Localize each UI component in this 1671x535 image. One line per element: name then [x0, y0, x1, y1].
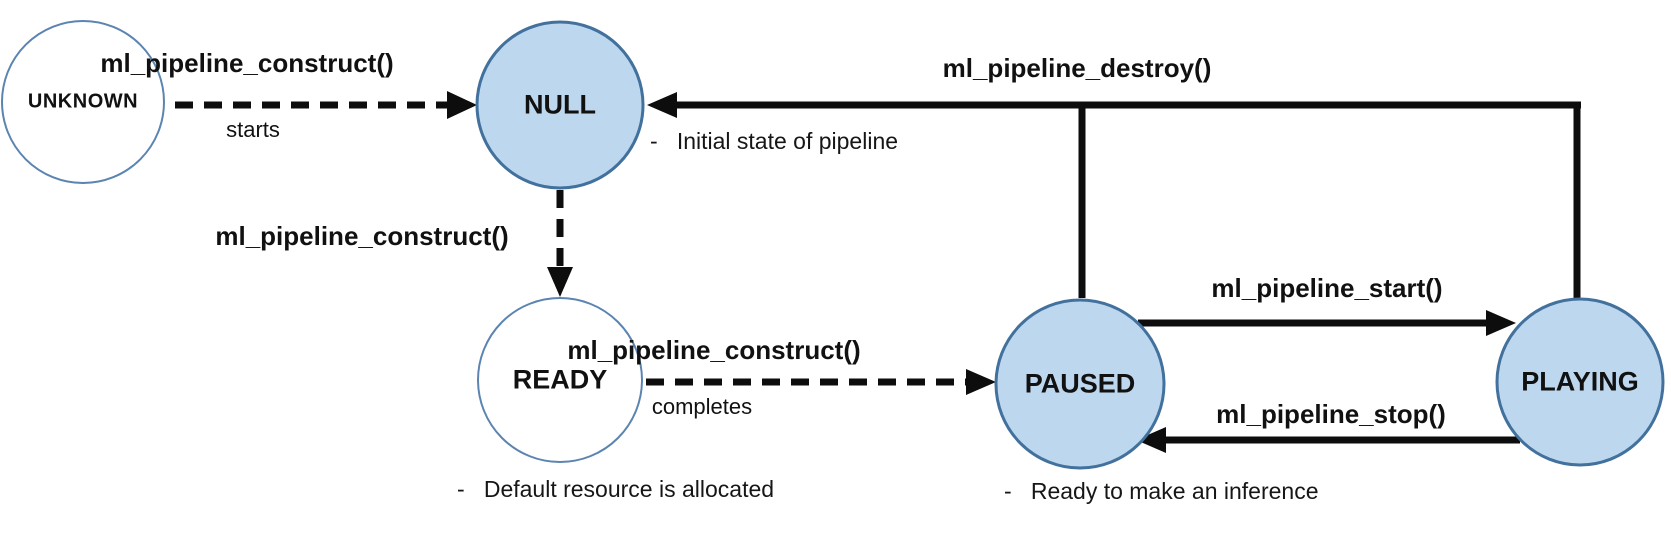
- arrowhead-destroy-to-null: [647, 92, 677, 118]
- transition-sublabel-completes: completes: [651, 394, 753, 419]
- state-label-playing: PLAYING: [1521, 366, 1639, 397]
- state-circle-unknown: [1, 20, 165, 184]
- transition-label-construct-completes: ml_pipeline_construct(): [567, 335, 861, 365]
- state-circle-playing: [1495, 297, 1665, 467]
- transition-label-stop: ml_pipeline_stop(): [1216, 399, 1446, 429]
- transition-label-destroy: ml_pipeline_destroy(): [942, 53, 1212, 83]
- state-label-paused: PAUSED: [1024, 368, 1136, 399]
- transition-label-start: ml_pipeline_start(): [1211, 273, 1443, 303]
- transition-sublabel-starts: starts: [226, 117, 280, 142]
- state-label-unknown: UNKNOWN: [27, 90, 139, 113]
- transition-label-construct-null-ready: ml_pipeline_construct(): [215, 221, 509, 251]
- annotation-paused-ready-inference: - Ready to make an inference: [1004, 478, 1319, 504]
- state-circle-ready: [477, 297, 643, 463]
- annotation-null-initial-state: - Initial state of pipeline: [650, 128, 899, 154]
- state-circle-null: [475, 20, 645, 190]
- state-circle-paused: [994, 298, 1166, 470]
- arrowhead-null-to-ready: [547, 267, 573, 297]
- arrowhead-playing-to-paused: [1136, 427, 1166, 453]
- annotation-ready-default-resource: - Default resource is allocated: [457, 476, 775, 502]
- arrowhead-paused-to-playing: [1486, 310, 1516, 336]
- state-label-null: NULL: [524, 89, 596, 120]
- arrowhead-unknown-to-null: [447, 91, 477, 119]
- state-label-ready: READY: [512, 364, 608, 395]
- arrowhead-ready-to-paused: [966, 369, 996, 395]
- transition-label-construct-starts: ml_pipeline_construct(): [100, 48, 394, 78]
